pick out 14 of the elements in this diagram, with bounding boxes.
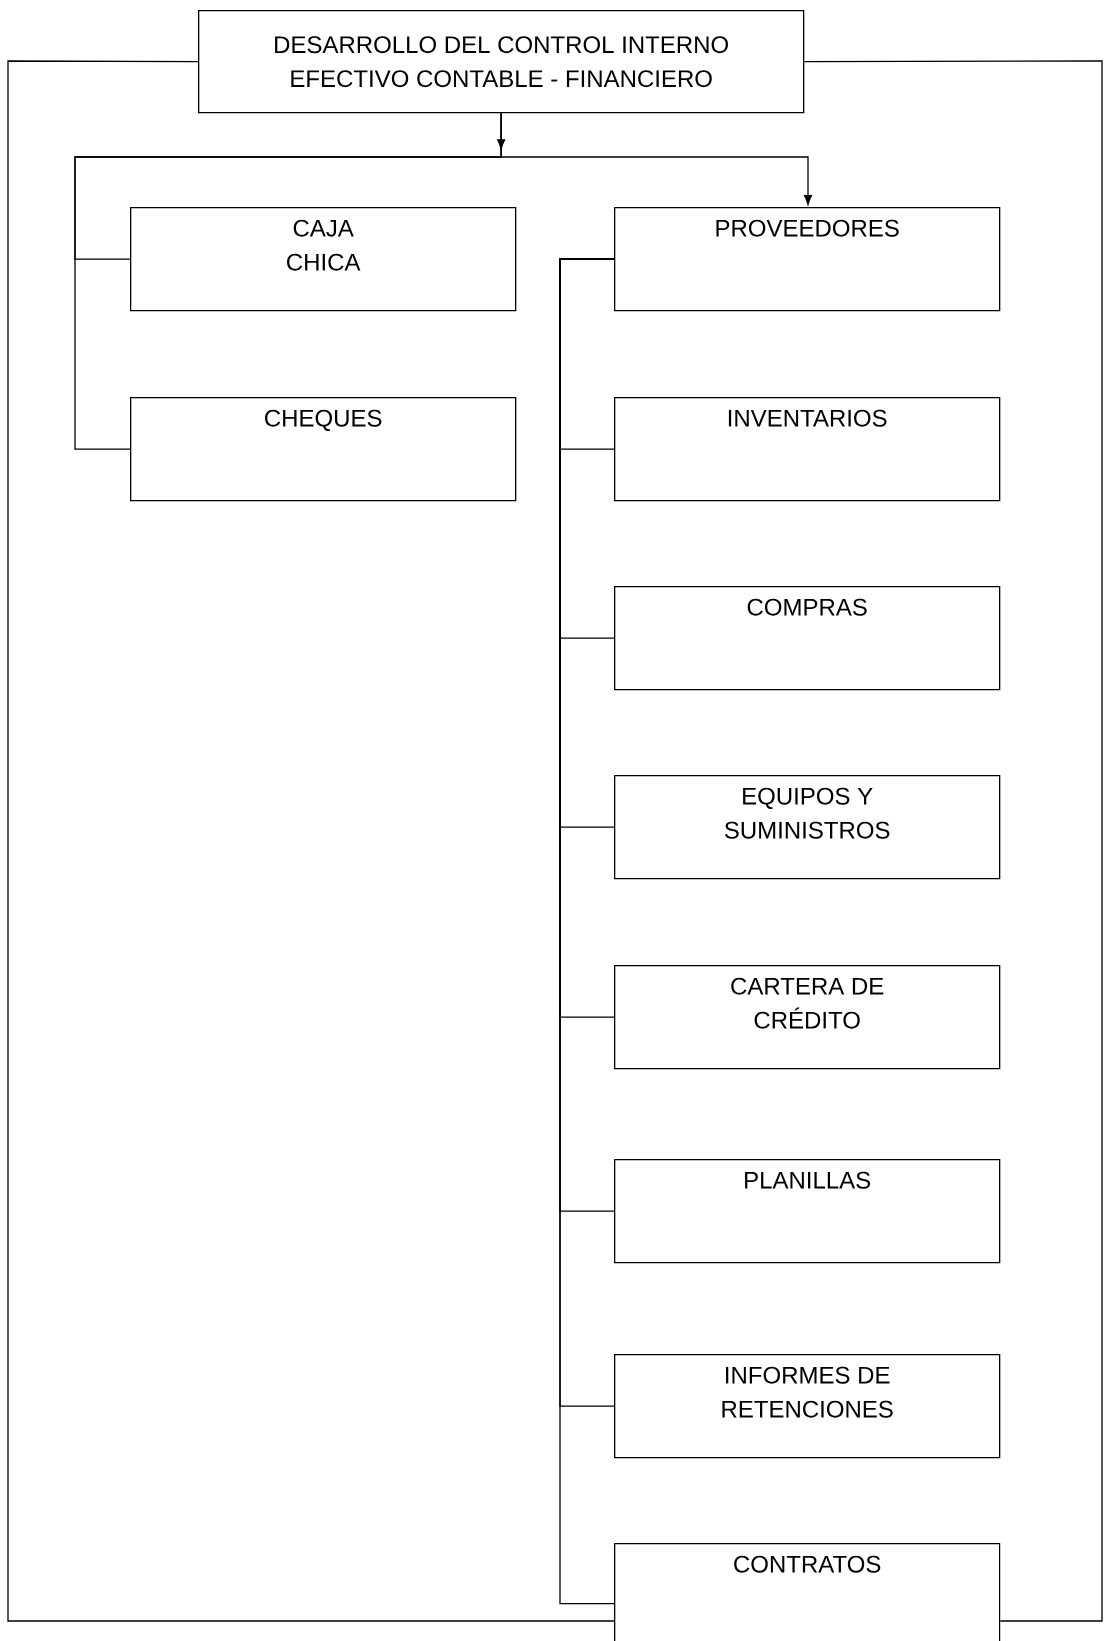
process-box: CAJA CHICA: [130, 207, 517, 312]
process-box: CHEQUES: [130, 397, 517, 502]
process-box: PROVEEDORES: [614, 207, 1001, 312]
connector-line: [803, 60, 1103, 1622]
process-box: CARTERA DE CRÉDITO: [614, 965, 1001, 1070]
connector-line: [7, 60, 615, 1622]
process-box: INFORMES DE RETENCIONES: [614, 1354, 1001, 1459]
process-box: PLANILLAS: [614, 1159, 1001, 1264]
arrow: [497, 112, 813, 205]
process-box: INVENTARIOS: [614, 397, 1001, 502]
process-box: COMPRAS: [614, 586, 1001, 691]
process-box: EQUIPOS Y SUMINISTROS: [614, 775, 1001, 880]
process-box: CONTRATOS: [614, 1543, 1001, 1641]
process-box: DESARROLLO DEL CONTROL INTERNO EFECTIVO CONTABLE - FINANCIERO: [198, 10, 805, 114]
